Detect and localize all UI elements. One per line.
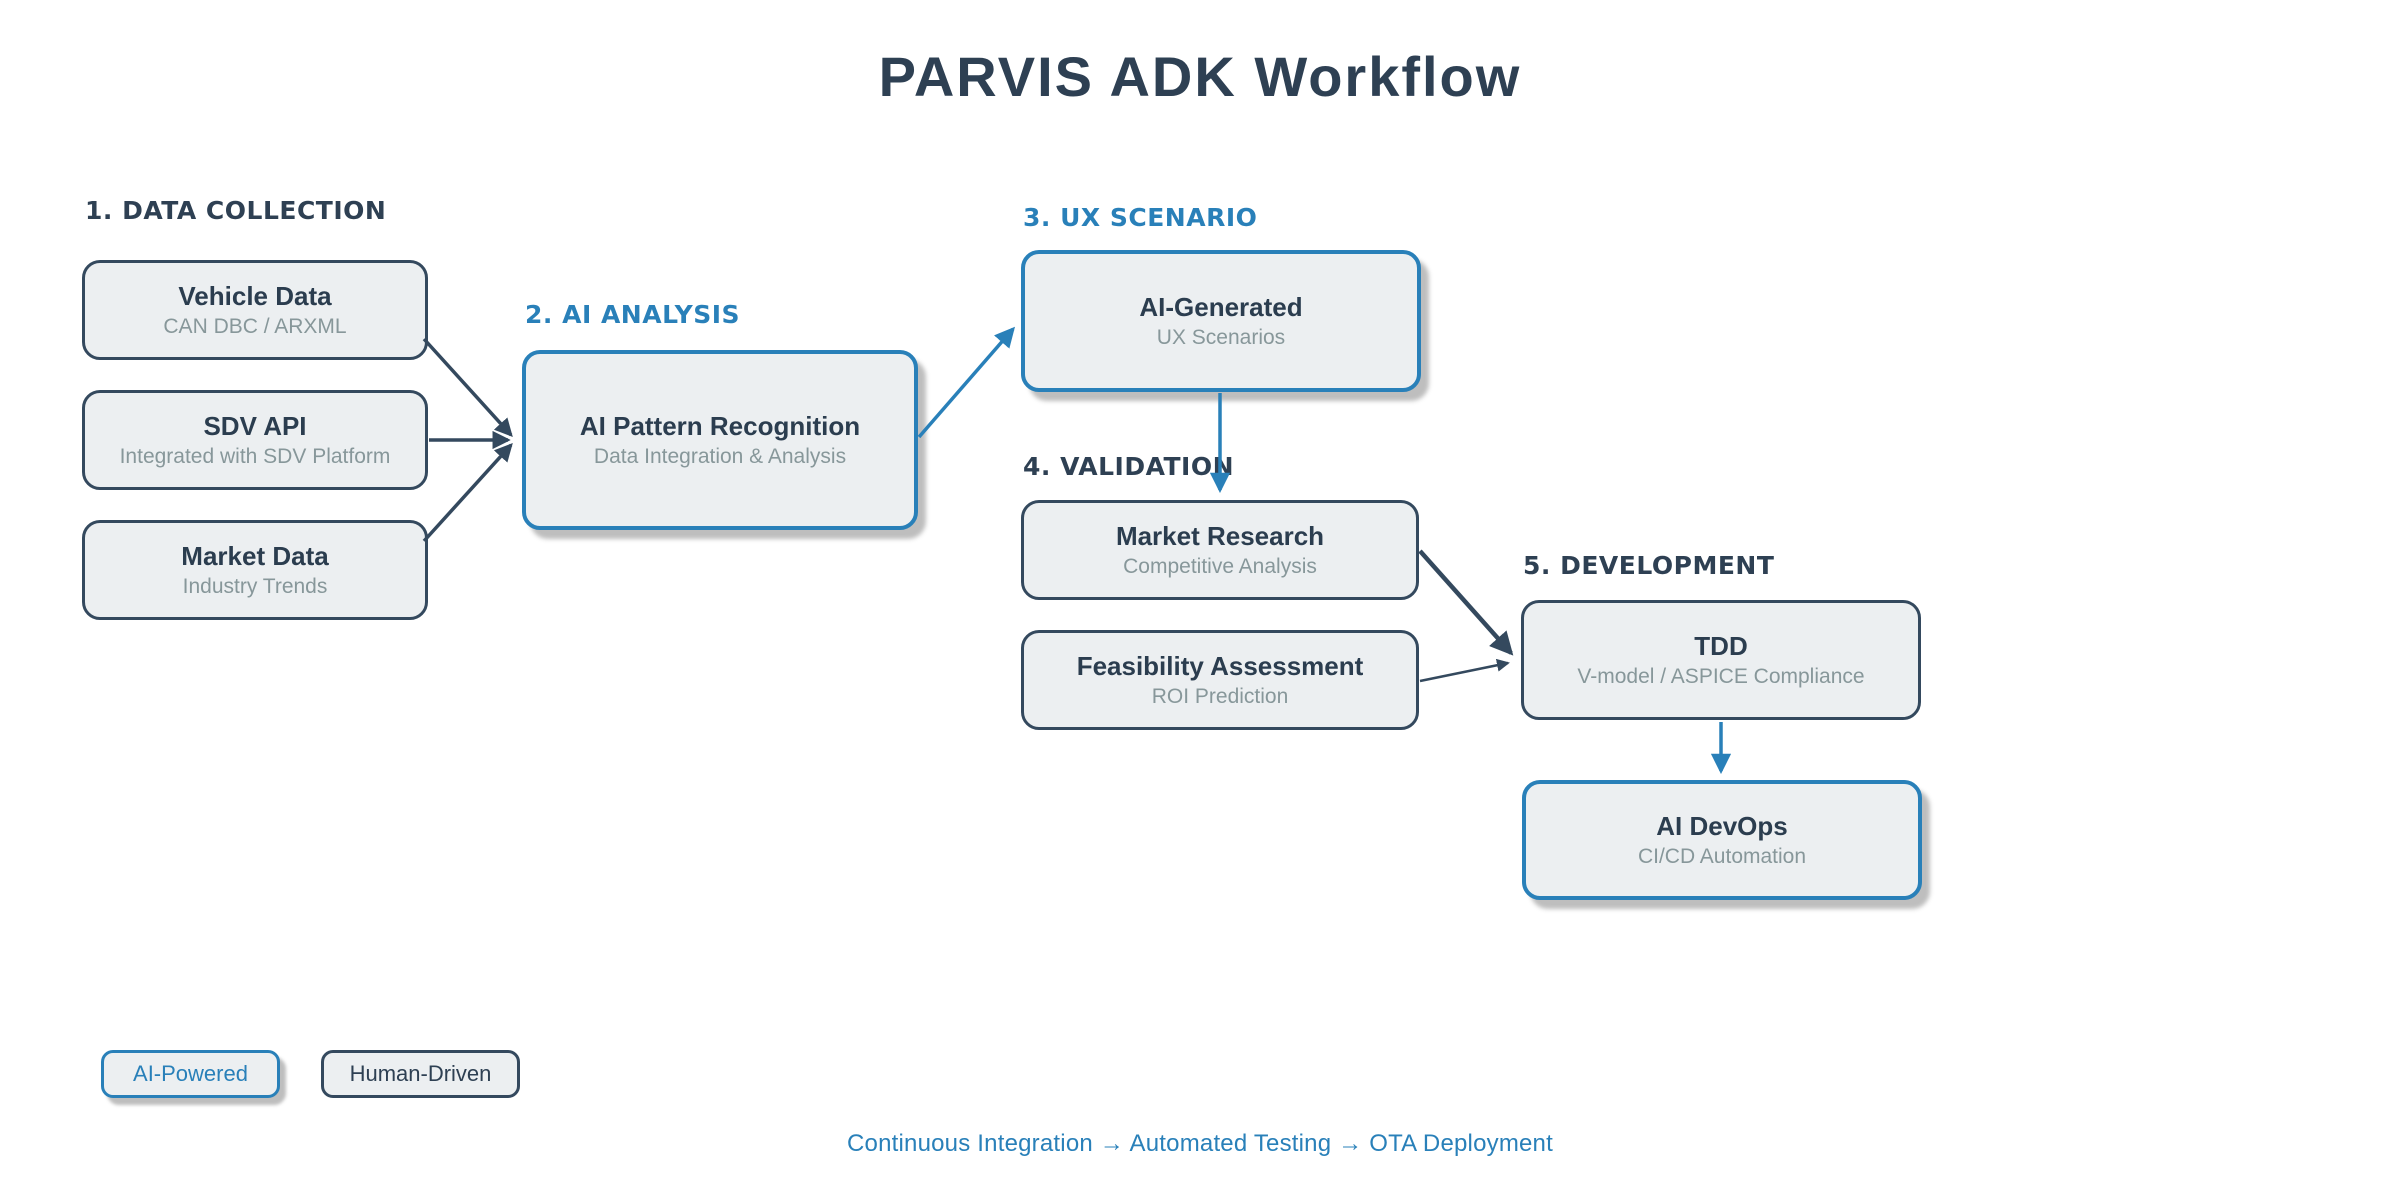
node-title: TDD [1694, 631, 1748, 661]
node-sdv-api: SDV API Integrated with SDV Platform [82, 390, 428, 490]
node-subtitle: Competitive Analysis [1123, 555, 1317, 578]
node-title: AI DevOps [1656, 811, 1788, 841]
section-header-ux-scenario: 3. UX SCENARIO [1023, 203, 1258, 232]
node-vehicle-data: Vehicle Data CAN DBC / ARXML [82, 260, 428, 360]
section-header-ai-analysis: 2. AI ANALYSIS [525, 300, 741, 329]
node-market-data: Market Data Industry Trends [82, 520, 428, 620]
section-header-validation: 4. VALIDATION [1023, 452, 1235, 481]
node-title: SDV API [203, 411, 307, 441]
node-title: AI-Generated [1139, 292, 1303, 322]
node-ai-devops: AI DevOps CI/CD Automation [1522, 780, 1922, 900]
section-header-development: 5. DEVELOPMENT [1523, 551, 1775, 580]
node-title: Market Data [181, 541, 329, 571]
edge-aipr-to-aigen [917, 326, 1015, 439]
node-subtitle: UX Scenarios [1156, 326, 1286, 349]
node-subtitle: Data Integration & Analysis [593, 445, 847, 468]
node-title: Vehicle Data [178, 281, 332, 311]
edge-mr-to-tdd [1418, 549, 1514, 656]
node-title: AI Pattern Recognition [579, 411, 861, 441]
node-feasibility-assessment: Feasibility Assessment ROI Prediction [1021, 630, 1419, 730]
node-title: Feasibility Assessment [1076, 651, 1364, 681]
node-subtitle: CAN DBC / ARXML [163, 315, 347, 338]
node-subtitle: ROI Prediction [1151, 685, 1289, 708]
node-market-research: Market Research Competitive Analysis [1021, 500, 1419, 600]
section-header-data-collection: 1. DATA COLLECTION [85, 196, 387, 225]
legend-ai-powered: AI-Powered [101, 1050, 280, 1098]
node-ai-generated: AI-Generated UX Scenarios [1021, 250, 1421, 392]
node-subtitle: Industry Trends [182, 575, 328, 598]
node-title: Market Research [1115, 521, 1325, 551]
node-tdd: TDD V-model / ASPICE Compliance [1521, 600, 1921, 720]
node-subtitle: CI/CD Automation [1637, 845, 1807, 868]
edge-feas-to-tdd [1419, 658, 1510, 683]
node-subtitle: V-model / ASPICE Compliance [1577, 665, 1865, 688]
edge-marketdata-to-aipr [422, 442, 513, 543]
edge-vehicle-to-aipr [422, 337, 513, 438]
node-subtitle: Integrated with SDV Platform [119, 445, 391, 468]
legend-human-driven: Human-Driven [321, 1050, 520, 1098]
page-title: PARVIS ADK Workflow [878, 45, 1522, 108]
node-ai-pattern-recognition: AI Pattern Recognition Data Integration … [522, 350, 918, 530]
footer-pipeline-text: Continuous Integration → Automated Testi… [847, 1130, 1553, 1157]
